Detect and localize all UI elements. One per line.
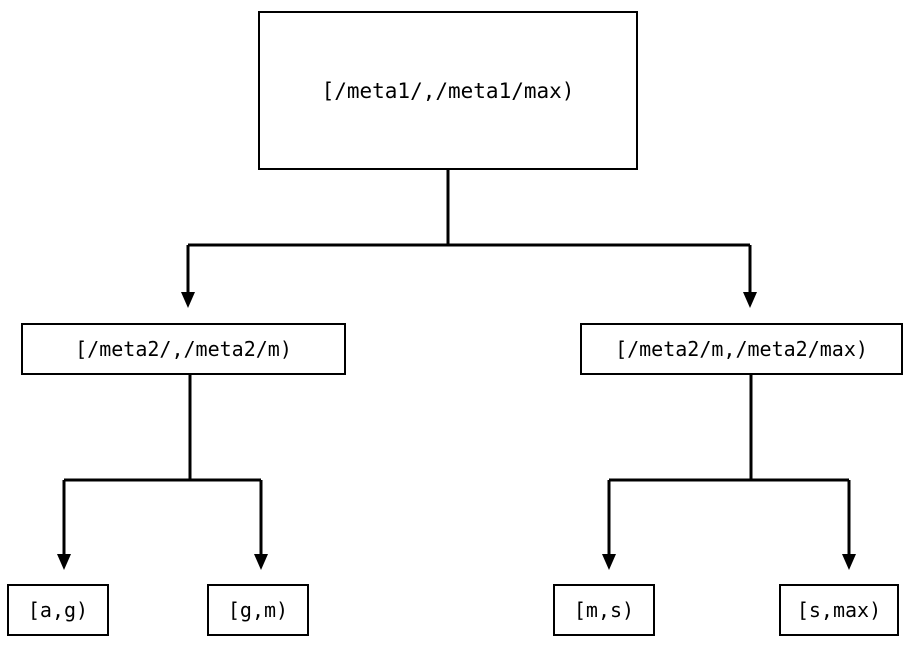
tree-node-leaf-ag-label: [a,g) (27, 598, 89, 622)
tree-node-mid-right-label: [/meta2/m,/meta2/max) (615, 337, 868, 361)
tree-node-mid-left[interactable]: [/meta2/,/meta2/m) (21, 323, 346, 375)
edge-root-to-mid (181, 170, 757, 308)
arrowhead-icon (842, 554, 856, 570)
tree-node-mid-left-label: [/meta2/,/meta2/m) (75, 337, 292, 361)
arrowhead-icon (743, 292, 757, 308)
tree-node-leaf-ms[interactable]: [m,s) (553, 584, 655, 636)
tree-node-leaf-gm[interactable]: [g,m) (207, 584, 309, 636)
tree-node-leaf-gm-label: [g,m) (227, 598, 289, 622)
edge-midright-to-leaves (602, 375, 856, 570)
tree-node-mid-right[interactable]: [/meta2/m,/meta2/max) (580, 323, 903, 375)
arrowhead-icon (602, 554, 616, 570)
arrowhead-icon (57, 554, 71, 570)
arrowhead-icon (254, 554, 268, 570)
tree-node-root-label: [/meta1/,/meta1/max) (321, 78, 575, 103)
tree-node-leaf-ms-label: [m,s) (573, 598, 635, 622)
tree-node-leaf-ag[interactable]: [a,g) (7, 584, 109, 636)
tree-node-leaf-smax-label: [s,max) (796, 598, 882, 622)
arrowhead-icon (181, 292, 195, 308)
tree-node-root[interactable]: [/meta1/,/meta1/max) (258, 11, 638, 170)
edge-midleft-to-leaves (57, 375, 268, 570)
tree-node-leaf-smax[interactable]: [s,max) (779, 584, 899, 636)
